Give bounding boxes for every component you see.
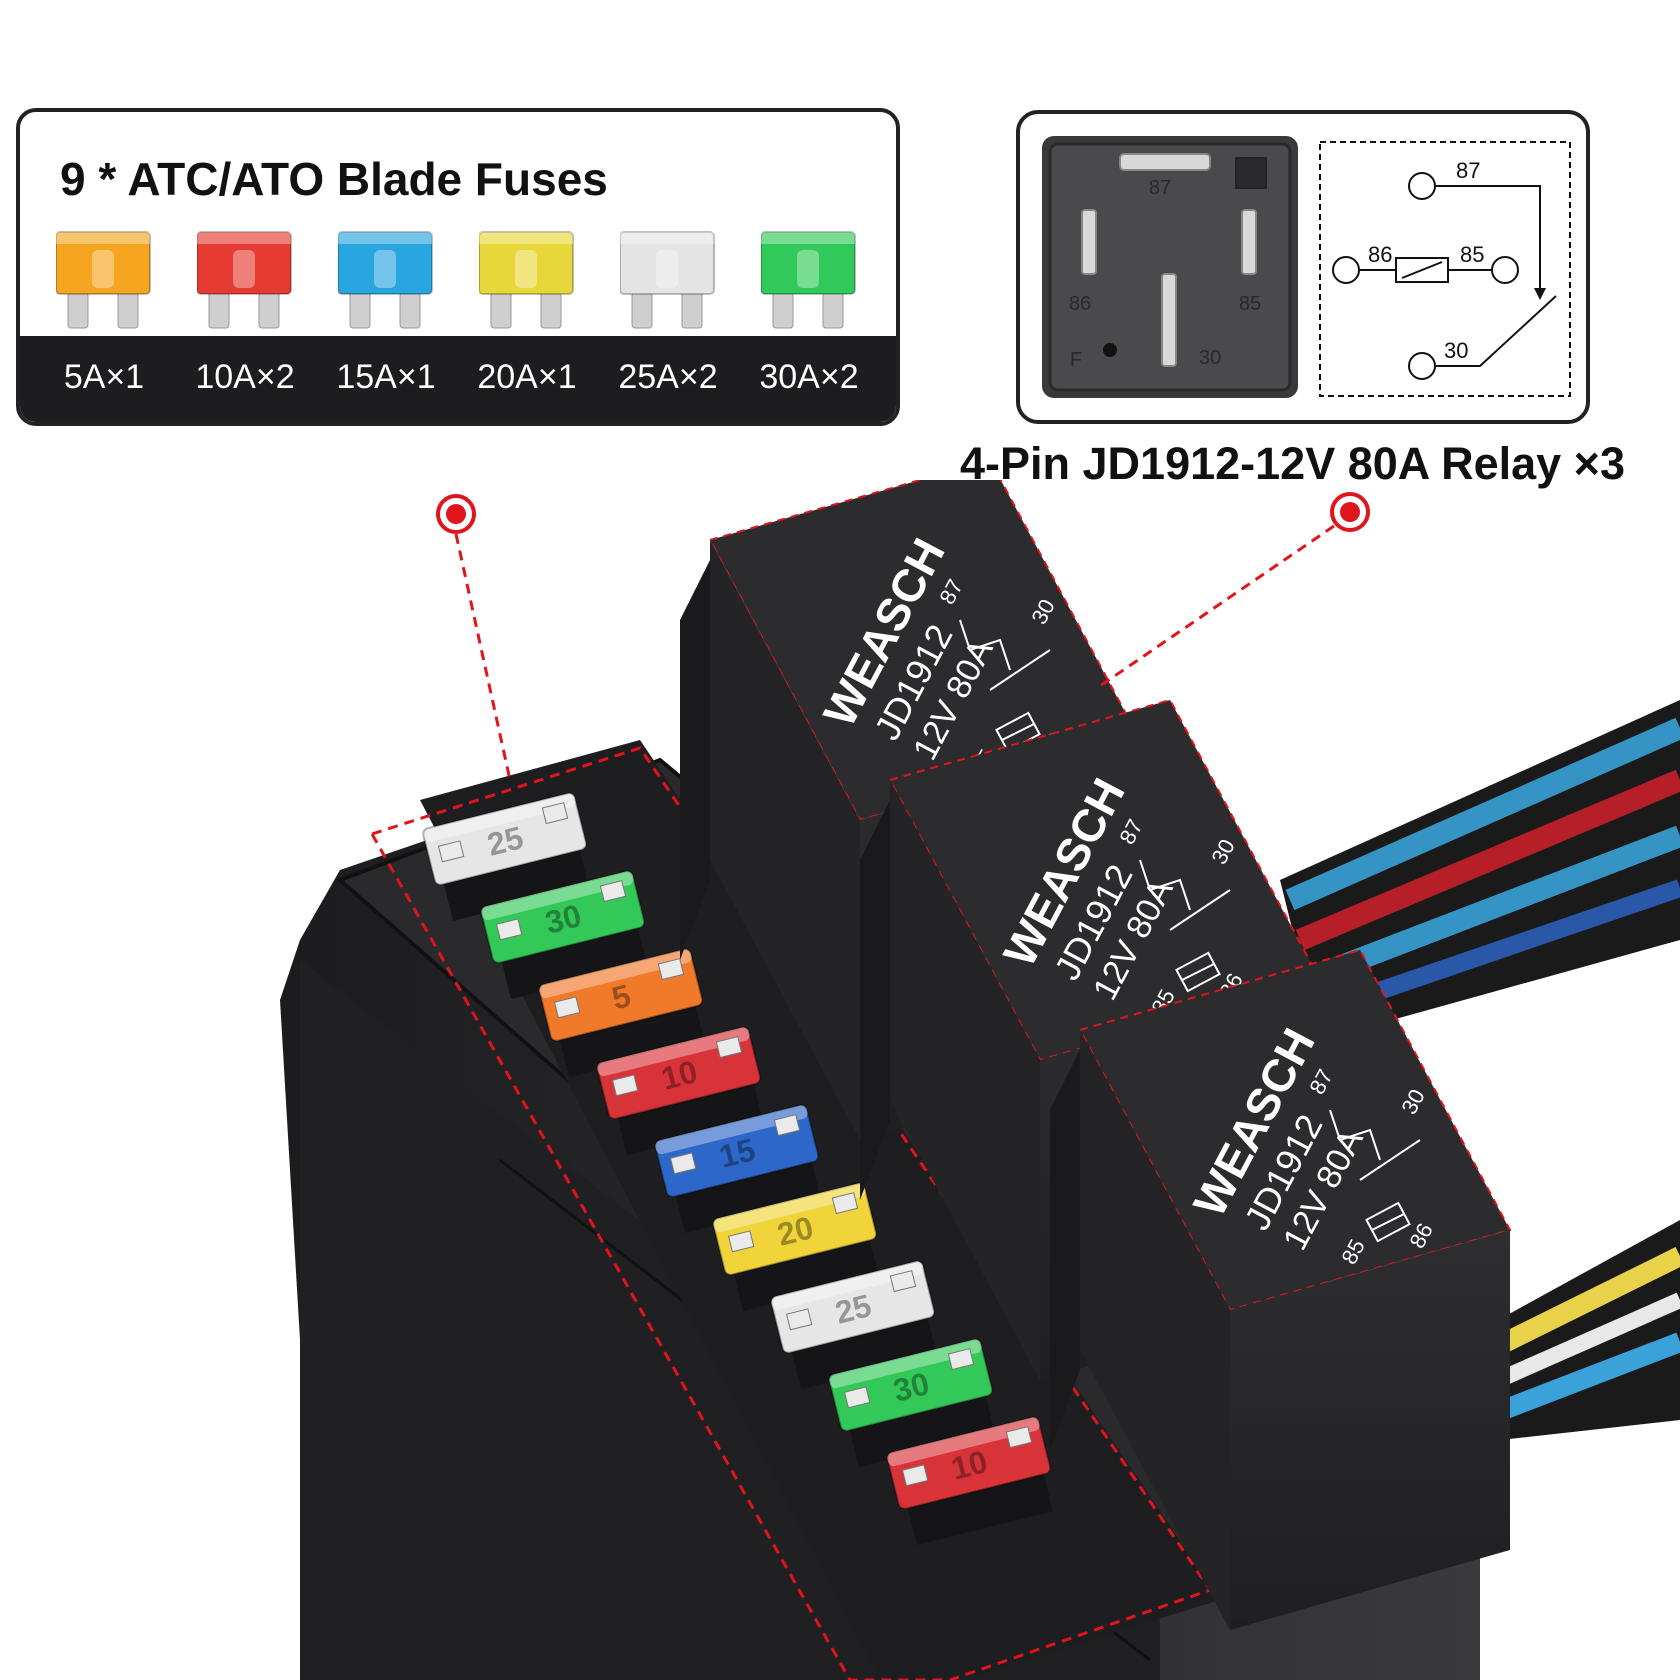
fuse-legend-row	[55, 230, 876, 330]
installed-fuse-rating: 20	[774, 1209, 817, 1253]
callout-markers	[436, 492, 1370, 781]
pin-87-blade	[1119, 153, 1211, 171]
installed-fuse: 30	[480, 870, 647, 999]
installed-fuse: 15	[654, 1104, 821, 1233]
blade-fuse-icon	[196, 231, 292, 329]
schematic-label-86: 86	[1368, 242, 1392, 267]
face-label-85: 85	[1239, 293, 1261, 315]
terminal-86	[1332, 256, 1360, 284]
relay-schematic: 87 86 85 30	[1319, 141, 1571, 397]
wire-harness-top	[1280, 700, 1680, 1040]
terminal-30	[1408, 352, 1436, 380]
pin-30-blade	[1161, 273, 1177, 367]
blade-fuse-icon	[619, 231, 715, 329]
fuse-panel-title: 9 * ATC/ATO Blade Fuses	[60, 153, 608, 205]
fuse-legend-label: 20A×1	[477, 358, 577, 396]
schematic-label-85: 85	[1460, 242, 1484, 267]
fuse-legend-label: 10A×2	[195, 358, 295, 396]
fuse-legend-label: 5A×1	[63, 358, 145, 396]
installed-fuse-rating: 10	[948, 1443, 991, 1487]
face-label-30: 30	[1199, 347, 1221, 369]
terminal-87	[1408, 172, 1436, 200]
face-label-86: 86	[1069, 293, 1091, 315]
fuse-legend-label: 25A×2	[618, 358, 718, 396]
face-label-f: F	[1070, 349, 1082, 371]
pin-86-blade	[1081, 209, 1097, 275]
fuse-legend-panel: 9 * ATC/ATO Blade Fuses 5A×1 10A×2 15A×1 20…	[16, 108, 900, 426]
installed-fuse-rating: 30	[542, 897, 585, 941]
fuse-legend-icon	[55, 230, 152, 330]
fuse-legend-icon	[196, 230, 293, 330]
relay-caption: 4-Pin JD1912-12V 80A Relay ×3	[960, 438, 1625, 489]
schematic-label-30: 30	[1444, 338, 1468, 363]
relay-diagram: 87 86 85 30 F 87 86 85 30	[1042, 136, 1571, 398]
wire-harness-bottom	[1480, 1220, 1680, 1440]
fuse-label-bar: 5A×1 10A×2 15A×1 20A×1 25A×2 30A×2	[20, 336, 896, 422]
installed-fuse: 25	[770, 1260, 937, 1389]
installed-fuse-rating: 15	[716, 1131, 759, 1175]
schematic-label-87: 87	[1456, 158, 1480, 183]
installed-fuse-rating: 30	[890, 1365, 933, 1409]
installed-fuse-rating: 10	[658, 1053, 701, 1097]
fuse-legend-icon	[619, 230, 716, 330]
fuse-legend-icon	[478, 230, 575, 330]
blade-fuse-icon	[55, 231, 151, 329]
terminal-85	[1491, 256, 1519, 284]
blade-fuse-icon	[337, 231, 433, 329]
fuse-legend-icon	[337, 230, 434, 330]
pin-85-blade	[1241, 209, 1257, 275]
fuse-legend-icon	[760, 230, 857, 330]
relay-bottom-face: 87 86 85 30 F	[1042, 136, 1298, 398]
installed-fuse: 10	[596, 1026, 763, 1155]
fuse-legend-label: 30A×2	[759, 358, 859, 396]
face-label-87: 87	[1149, 177, 1171, 199]
installed-fuse-rating: 25	[832, 1287, 875, 1331]
installed-fuse: 25	[422, 792, 589, 921]
blade-fuse-icon	[478, 231, 574, 329]
installed-fuse: 20	[712, 1182, 879, 1311]
relay-info-panel: 87 86 85 30 F 87 86 85 30	[1016, 110, 1590, 424]
blade-fuse-icon	[760, 231, 856, 329]
installed-fuse: 30	[828, 1338, 995, 1467]
fuse-legend-label: 15A×1	[336, 358, 436, 396]
installed-fuse: 5	[538, 948, 705, 1077]
installed-fuse: 10	[886, 1416, 1053, 1545]
installed-fuse-rating: 25	[484, 819, 527, 863]
